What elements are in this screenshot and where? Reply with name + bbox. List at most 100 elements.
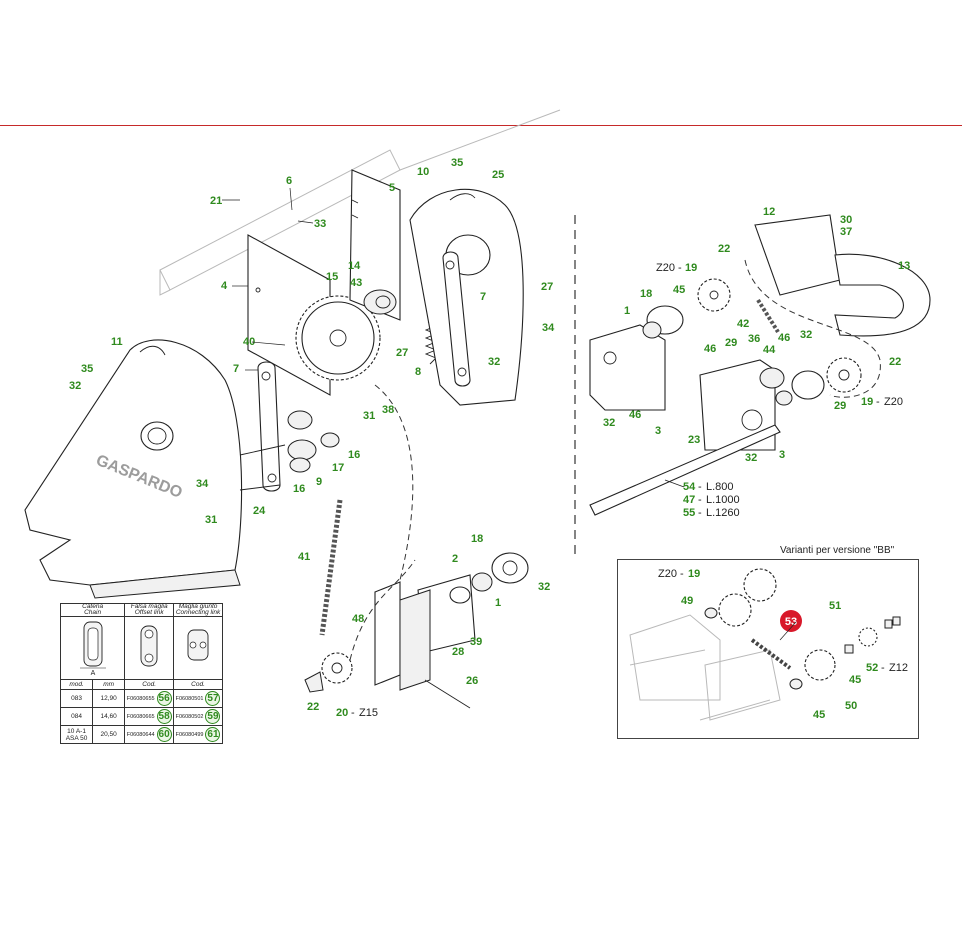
callout-1-right: 1 <box>624 305 630 317</box>
tensioner-arm-7-left <box>257 361 281 492</box>
callout-31-left: 31 <box>205 514 217 526</box>
callout-44: 44 <box>763 344 776 356</box>
callout-7-right: 7 <box>480 291 486 303</box>
connecting-link-illustration <box>173 616 223 680</box>
tensioner-arm-7 <box>442 251 471 387</box>
callout-26: 26 <box>466 675 478 687</box>
ref-badge: 59 <box>205 709 221 724</box>
cover-12-13 <box>754 214 931 337</box>
callout-35-top: 35 <box>451 157 463 169</box>
callout-19-inset: 19 <box>688 568 700 580</box>
chain-guard-cover-11: GASPARDO <box>24 339 243 599</box>
callout-5: 5 <box>389 182 395 194</box>
label-z12: Z12 <box>889 662 908 674</box>
length-l1000: L.1000 <box>706 494 740 506</box>
callout-37: 37 <box>840 226 852 238</box>
callout-17: 17 <box>332 462 344 474</box>
callout-45-inset-low: 45 <box>813 709 825 721</box>
callout-49: 49 <box>681 595 693 607</box>
callout-16-mid: 16 <box>348 449 360 461</box>
ref-badge: 58 <box>156 709 172 724</box>
callout-22-right: 22 <box>889 356 901 368</box>
cod-header-2: Cod. <box>173 679 223 690</box>
callout-25: 25 <box>492 169 504 181</box>
callout-51: 51 <box>829 600 841 612</box>
callout-22-low: 22 <box>307 701 319 713</box>
callout-43: 43 <box>350 277 362 289</box>
mod-header: mod. <box>69 681 84 688</box>
highlight-53: 53 <box>780 610 802 632</box>
callout-32-r1: 32 <box>800 329 812 341</box>
callout-39: 39 <box>470 636 482 648</box>
callout-42: 42 <box>737 318 749 330</box>
label-z15: Z15 <box>359 707 378 719</box>
callout-52: 52 <box>866 662 878 674</box>
label-z20-right: Z20 <box>884 396 903 408</box>
callout-3-right: 3 <box>779 449 785 461</box>
callout-50: 50 <box>845 700 857 712</box>
callout-6: 6 <box>286 175 292 187</box>
svg-text:-: - <box>678 262 682 274</box>
header-rule <box>0 125 962 126</box>
callout-27-mid: 27 <box>396 347 408 359</box>
callout-29-right: 29 <box>834 400 846 412</box>
callout-labels: 21 6 33 5 10 35 25 14 15 43 4 7 27 34 11… <box>69 157 910 721</box>
small-sprocket-20 <box>304 652 353 693</box>
callout-29-top: 29 <box>725 337 737 349</box>
callout-32-mid: 32 <box>488 356 500 368</box>
inset-drawing-bb <box>629 568 901 721</box>
callout-32-r2: 32 <box>603 417 615 429</box>
chain-path-right <box>744 259 881 398</box>
callout-18-right: 18 <box>640 288 652 300</box>
callout-19-top: 19 <box>685 262 697 274</box>
callout-20: 20 <box>336 707 348 719</box>
offset-link-illustration <box>124 616 175 680</box>
ref-badge: 57 <box>205 691 221 706</box>
ref-badge: 60 <box>156 727 172 742</box>
callout-41: 41 <box>298 551 310 563</box>
svg-text:-: - <box>876 396 880 408</box>
callout-12: 12 <box>763 206 775 218</box>
callout-18-low: 18 <box>471 533 483 545</box>
leader-lines <box>222 187 797 641</box>
callout-46-low: 46 <box>629 409 641 421</box>
callout-34-right: 34 <box>542 322 555 334</box>
chain-illustration: A <box>59 616 126 680</box>
label-z20-inset: Z20 <box>658 568 677 580</box>
callout-16-low: 16 <box>293 483 305 495</box>
sprocket-19-right <box>826 357 862 393</box>
chain-path-left <box>374 384 414 581</box>
callout-33: 33 <box>314 218 326 230</box>
callout-23: 23 <box>688 434 700 446</box>
mounting-plate-5 <box>349 169 401 321</box>
callout-2: 2 <box>452 553 458 565</box>
callout-28: 28 <box>452 646 464 658</box>
dimension-a: A <box>90 670 95 676</box>
cod-header-1: Cod. <box>124 679 175 690</box>
callout-27-right: 27 <box>541 281 553 293</box>
callout-14: 14 <box>348 260 361 272</box>
drive-shaft-54-47-55 <box>589 424 781 516</box>
callout-13: 13 <box>898 260 910 272</box>
svg-text:-: - <box>698 494 702 506</box>
callout-8: 8 <box>415 366 421 378</box>
svg-text:-: - <box>680 568 684 580</box>
callout-30: 30 <box>840 214 852 226</box>
ref-badge: 61 <box>205 727 221 742</box>
callout-4: 4 <box>221 280 228 292</box>
hub-43 <box>363 289 397 315</box>
callout-36: 36 <box>748 333 760 345</box>
svg-text:-: - <box>698 507 702 519</box>
bearing-flange-18 <box>642 305 684 339</box>
callout-19-right: 19 <box>861 396 873 408</box>
callout-7-left: 7 <box>233 363 239 375</box>
callout-45-right: 45 <box>673 284 685 296</box>
svg-text:-: - <box>881 662 885 674</box>
support-bracket <box>374 581 471 709</box>
callout-54: 54 <box>683 481 696 493</box>
large-sprocket-15 <box>295 295 381 381</box>
flange-29-44 <box>759 367 825 406</box>
